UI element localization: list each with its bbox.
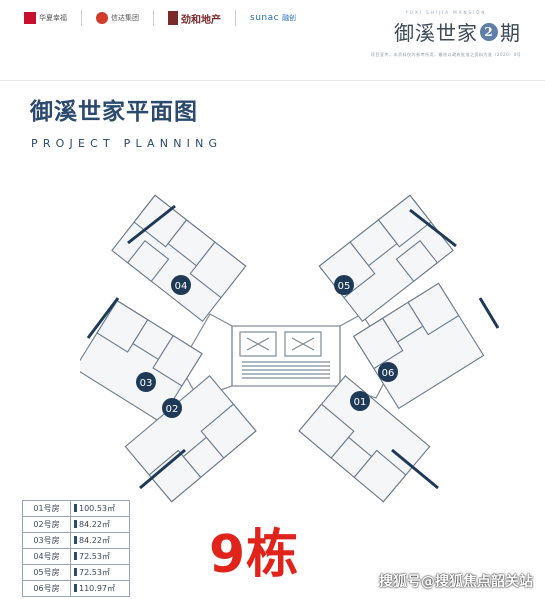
partner-logo: sunac 融创 [250,13,296,23]
unit-marker: 02 [162,398,182,418]
page-title: 御溪世家平面图 [30,98,198,125]
unit-number-cell: 06号房 [22,580,71,597]
unit-number-cell: 02号房 [22,516,71,533]
brand-name-text: 御溪世家 [394,21,478,45]
partner-logo-subtext: 融创 [282,14,297,22]
logo-mark-icon [24,12,36,24]
partner-logo-text: 劲和地产 [181,14,221,26]
unit-marker: 03 [136,372,156,392]
building-label: 9栋 [209,525,300,585]
table-row: 03号房 84.22㎡ [22,532,130,549]
unit-area-cell: 72.53㎡ [70,564,130,581]
unit-area-table: 01号房 100.53㎡ 02号房 84.22㎡ 03号房 84.22㎡ 04号… [22,500,130,597]
unit-block [80,299,203,423]
unit-area-cell: 84.22㎡ [70,532,130,549]
unit-label-03: 03 [140,378,153,389]
unit-label-05: 05 [338,281,351,292]
unit-block [298,375,431,503]
unit-number-cell: 01号房 [22,500,71,517]
partner-logo: 信达集团 [96,12,139,24]
table-row: 05号房 72.53㎡ [22,564,130,581]
page-subtitle: PROJECT PLANNING [31,137,223,150]
partner-logo: 劲和地产 [168,11,221,26]
table-row: 02号房 84.22㎡ [22,516,130,533]
unit-block [124,375,257,503]
divider [153,10,154,26]
brand-name: 御溪世家 2 期 [371,17,521,46]
logo-mark-icon [168,11,178,25]
table-row: 01号房 100.53㎡ [22,500,130,517]
unit-area-cell: 110.97㎡ [70,580,130,597]
stair [242,361,330,379]
unit-marker: 01 [350,391,370,411]
unit-label-02: 02 [166,404,179,415]
project-brand: YUXI SHIJIA MANSION 御溪世家 2 期 项目宣传，本资料仅为参… [371,10,521,58]
unit-marker: 04 [171,275,191,295]
unit-block [111,194,247,323]
unit-number-cell: 04号房 [22,548,71,565]
unit-number-cell: 03号房 [22,532,71,549]
unit-area-cell: 84.22㎡ [70,516,130,533]
unit-label-04: 04 [175,281,188,292]
brand-tagline: 项目宣传，本资料仅为参考所用，最终以政府批准之资料为准（2020）4号 [371,52,522,57]
divider [235,10,236,26]
logo-mark-icon [96,12,108,24]
partner-logo-text: sunac [250,13,280,23]
elevator-shaft [239,331,277,357]
partner-logo-text: 华夏幸福 [39,14,67,22]
table-row: 04号房 72.53㎡ [22,548,130,565]
partner-logo-text: 信达集团 [111,14,139,22]
floor-plan: 04 05 03 02 01 06 [80,194,500,503]
unit-area-cell: 100.53㎡ [70,500,130,517]
table-row: 06号房 110.97㎡ [22,580,130,597]
divider [81,10,82,26]
phase-badge: 2 [480,22,498,41]
phase-suffix: 期 [500,21,521,45]
watermark: 搜狐号@搜狐焦点韶关站 [379,574,533,590]
elevator-shaft [284,331,322,357]
unit-area-cell: 72.53㎡ [70,548,130,565]
unit-label-06: 06 [382,368,395,379]
partner-logo: 华夏幸福 [24,12,67,24]
unit-marker: 05 [334,275,354,295]
brand-caption: YUXI SHIJIA MANSION [405,10,487,15]
unit-label-01: 01 [354,397,367,408]
unit-number-cell: 05号房 [22,564,71,581]
header-divider [0,80,545,81]
unit-marker: 06 [378,362,398,382]
partner-logos: 华夏幸福 信达集团 劲和地产 sunac 融创 [24,8,296,28]
